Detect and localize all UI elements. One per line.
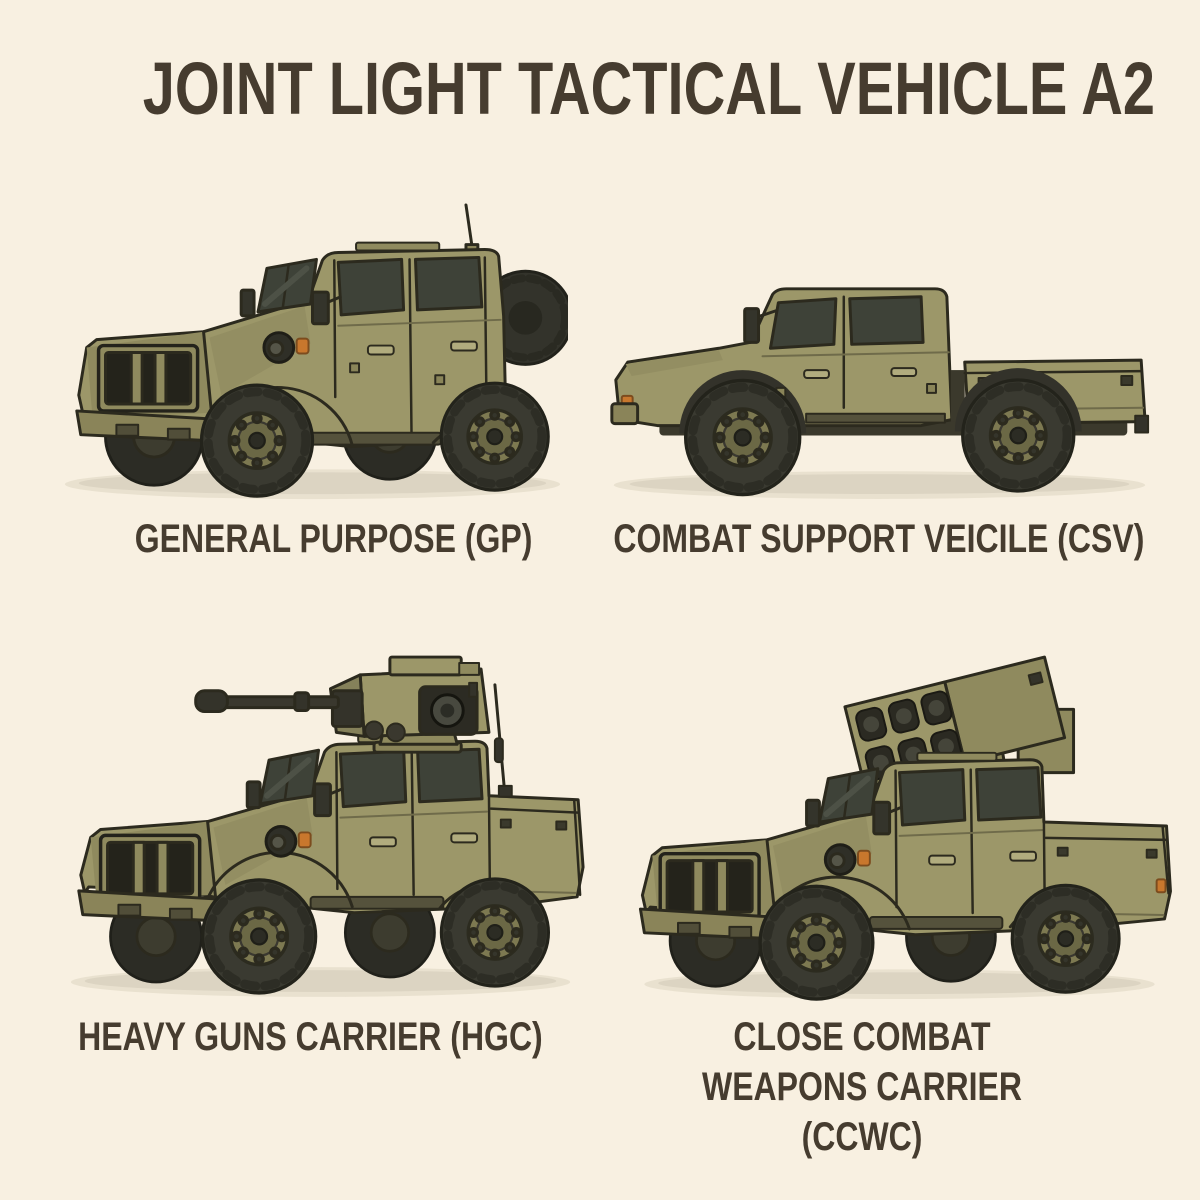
ccwc-vehicle-illustration	[638, 655, 1172, 1004]
caption-hgc: HEAVY GUNS CARRIER (HGC)	[77, 1015, 543, 1059]
front-bumper	[609, 402, 639, 426]
door-handle	[889, 367, 917, 378]
door-handle	[449, 340, 478, 352]
front-door-window	[338, 749, 407, 809]
side-step	[804, 412, 946, 424]
rear-wheel	[962, 380, 1073, 491]
side-mirror	[310, 290, 342, 326]
front-wheel	[760, 886, 873, 999]
variant-grid: GENERAL PURPOSE (GP)	[0, 134, 1200, 1159]
grille	[96, 343, 199, 413]
rear-wheel	[441, 879, 548, 986]
side-step	[307, 431, 442, 446]
antenna	[463, 203, 479, 256]
cargo-bed	[487, 794, 581, 897]
far-mirror	[804, 798, 821, 828]
page-title: JOINT LIGHT TACTICAL VEHICLE A2	[0, 0, 1200, 134]
grille	[98, 833, 201, 903]
door-handle	[927, 854, 956, 866]
rear-wheel	[441, 383, 548, 490]
far-mirror	[239, 288, 256, 318]
side-step	[309, 895, 444, 910]
rear-wheel	[1012, 885, 1119, 992]
rear-door-window	[847, 295, 925, 346]
front-door-window	[336, 257, 405, 317]
door-handle	[802, 369, 830, 380]
grille	[657, 851, 761, 921]
rear-door-window	[413, 255, 483, 312]
front-door-window	[897, 768, 966, 827]
caption-gp: GENERAL PURPOSE (GP)	[135, 517, 533, 561]
roof-hatch	[915, 751, 997, 762]
door-handle	[368, 836, 397, 848]
page-title-text: JOINT LIGHT TACTICAL VEHICLE A2	[142, 47, 1156, 130]
csv-vehicle-illustration	[609, 287, 1149, 506]
variant-panel-csv: COMBAT SUPPORT VEICILE (CSV)	[600, 134, 1200, 570]
rear-step	[1133, 414, 1149, 434]
weapon-turret	[193, 655, 490, 754]
rear-door-window	[415, 747, 484, 804]
front-wheel	[202, 880, 315, 993]
variant-panel-gp: GENERAL PURPOSE (GP)	[0, 134, 600, 570]
gp-vehicle-illustration	[64, 203, 568, 506]
roof-hatch	[354, 241, 440, 252]
hgc-vehicle-illustration	[70, 655, 585, 1004]
door-handle	[1008, 850, 1037, 862]
antenna	[492, 683, 513, 798]
side-mirror	[742, 307, 778, 344]
caption-ccwc: CLOSE COMBAT WEAPONS CARRIER (CCWC)	[701, 1015, 1023, 1159]
optic-sight	[417, 685, 479, 736]
side-step	[868, 915, 1003, 930]
door-handle	[449, 832, 478, 844]
far-mirror	[245, 780, 262, 810]
variant-panel-ccwc: CLOSE COMBAT WEAPONS CARRIER (CCWC)	[600, 570, 1200, 1159]
front-door-window	[768, 297, 837, 350]
front-wheel	[201, 385, 312, 496]
variant-panel-hgc: HEAVY GUNS CARRIER (HGC)	[0, 570, 600, 1130]
door-handle	[366, 344, 395, 356]
tail-marker-light	[1155, 878, 1167, 894]
caption-csv: COMBAT SUPPORT VEICILE (CSV)	[613, 517, 1145, 561]
rear-door-window	[974, 766, 1042, 822]
front-wheel	[685, 380, 799, 494]
gun-barrel	[193, 689, 340, 714]
